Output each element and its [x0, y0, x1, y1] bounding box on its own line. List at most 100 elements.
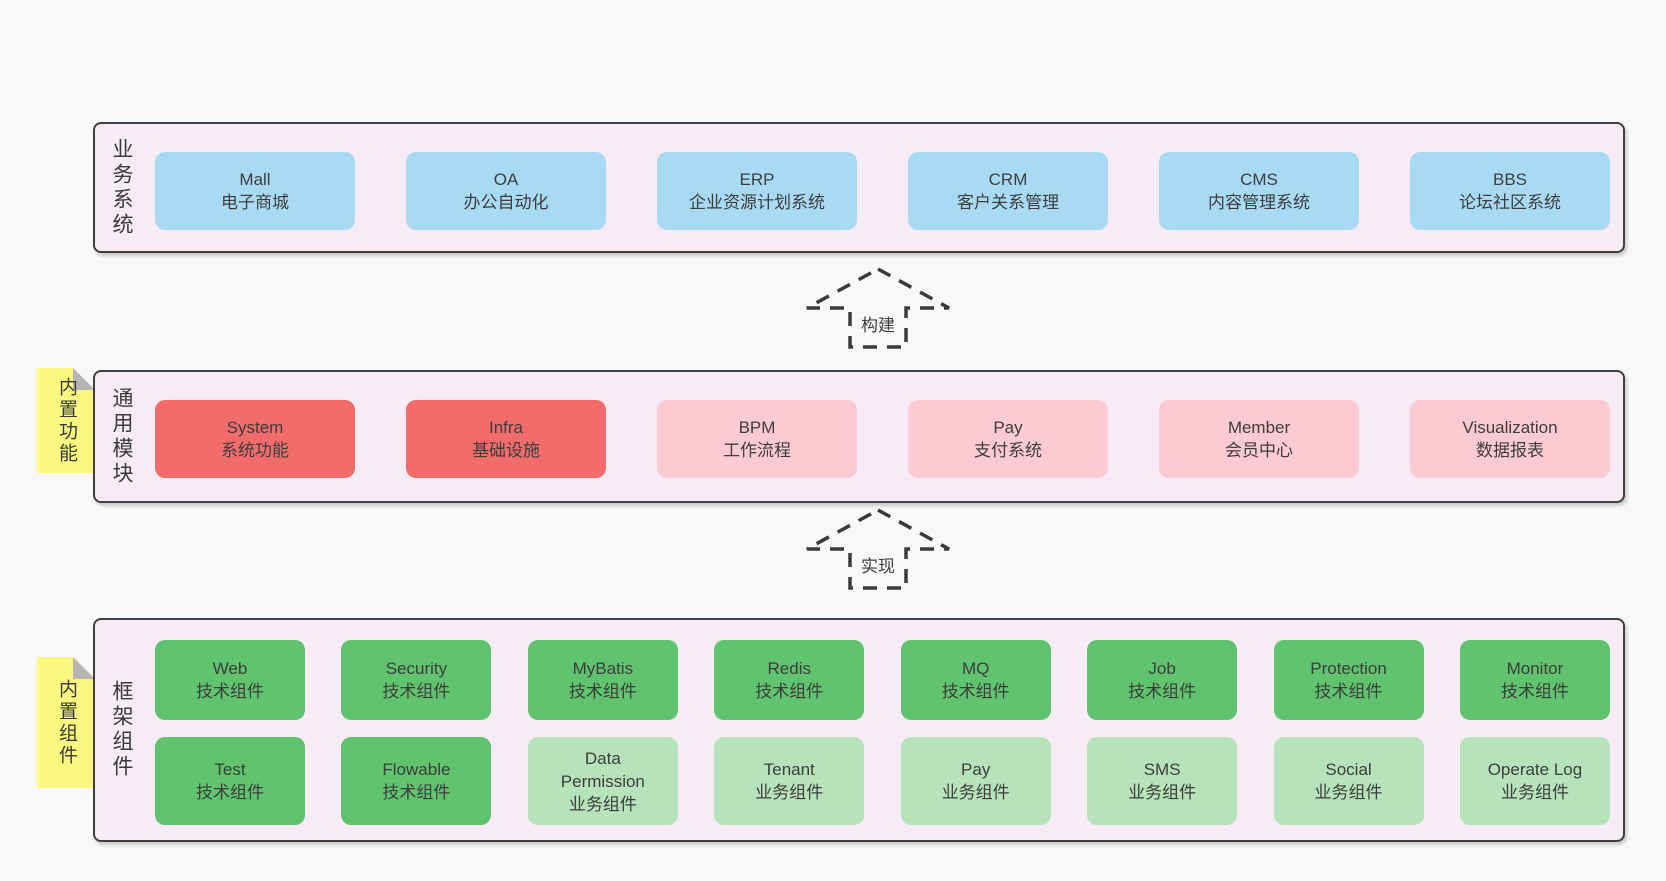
box-title-zh: 技术组件	[382, 783, 451, 802]
box-title-en: ERP	[739, 170, 775, 189]
box-monitor: Monitor 技术组件	[1459, 640, 1610, 720]
sticky-note-builtin-features: 内置功能	[37, 368, 95, 473]
box-title-en: CMS	[1240, 170, 1278, 189]
box-title-en: Redis	[767, 659, 811, 678]
box-social: Social 业务组件	[1273, 737, 1424, 825]
layer-label-common-modules: 通用模块	[103, 372, 139, 501]
box-title-en: Flowable	[382, 760, 451, 779]
box-flowable: Flowable 技术组件	[341, 737, 492, 825]
layer-common-modules: 通用模块 System 系统功能 Infra 基础设施 BPM 工作流程 Pay…	[93, 370, 1625, 503]
box-title-zh: 会员中心	[1225, 441, 1293, 460]
sticky-note-builtin-components: 内置组件	[37, 657, 95, 788]
box-title-en: Web	[212, 659, 248, 678]
box-web: Web 技术组件	[155, 640, 305, 720]
up-block-arrow-icon	[806, 508, 950, 590]
box-title-en: Infra	[488, 418, 524, 437]
box-title-zh: 业务组件	[1314, 783, 1383, 802]
box-title-zh: 技术组件	[755, 682, 824, 701]
framework-components-row-1: Web 技术组件 Security 技术组件 MyBatis 技术组件 Redi…	[155, 640, 1610, 720]
box-title-zh: 办公自动化	[463, 193, 549, 212]
box-title-zh: 工作流程	[723, 441, 791, 460]
box-crm: CRM 客户关系管理	[908, 152, 1108, 230]
box-bbs: BBS 论坛社区系统	[1410, 152, 1610, 230]
box-title-en: Pay	[993, 418, 1023, 437]
layer-framework-components: 框架组件 Web 技术组件 Security 技术组件 MyBatis 技术组件…	[93, 618, 1625, 842]
box-title-zh: 技术组件	[568, 682, 637, 701]
sticky-fold-corner	[73, 657, 95, 679]
box-mq: MQ 技术组件	[900, 640, 1051, 720]
box-operate-log: Operate Log 业务组件	[1459, 737, 1610, 825]
build-arrow-label: 构建	[858, 311, 898, 336]
box-title-en: MQ	[961, 659, 990, 678]
box-title-zh: 业务组件	[1128, 783, 1197, 802]
box-title-en: Security	[385, 659, 448, 678]
box-security: Security 技术组件	[341, 640, 492, 720]
box-title-zh: 技术组件	[196, 682, 264, 701]
sticky-note-text: 内置功能	[56, 376, 77, 465]
framework-components-row-2: Test 技术组件 Flowable 技术组件 Data Permission …	[155, 737, 1610, 825]
build-arrow: 构建	[803, 266, 953, 350]
box-title-en: Protection	[1310, 659, 1387, 678]
box-mybatis: MyBatis 技术组件	[527, 640, 678, 720]
up-block-arrow-icon	[806, 267, 950, 349]
common-modules-row: System 系统功能 Infra 基础设施 BPM 工作流程 Pay 支付系统…	[155, 400, 1610, 478]
box-title-en: MyBatis	[572, 659, 634, 678]
box-title-en: SMS	[1143, 760, 1181, 779]
box-title-en: CRM	[988, 170, 1028, 189]
layer-label-text: 业务系统	[110, 137, 133, 238]
implement-arrow-label: 实现	[858, 552, 898, 577]
box-erp: ERP 企业资源计划系统	[657, 152, 857, 230]
box-protection: Protection 技术组件	[1273, 640, 1424, 720]
box-title-zh: 业务组件	[1500, 783, 1569, 802]
business-systems-row: Mall 电子商城 OA 办公自动化 ERP 企业资源计划系统 CRM 客户关系…	[155, 152, 1610, 230]
box-title-en: Data Permission	[560, 748, 645, 791]
box-sms: SMS 业务组件	[1087, 737, 1238, 825]
box-title-en: BPM	[738, 418, 776, 437]
box-title-zh: 技术组件	[1128, 682, 1197, 701]
box-title-zh: 技术组件	[1314, 682, 1383, 701]
box-title-zh: 企业资源计划系统	[689, 193, 825, 212]
box-title-en: Test	[214, 760, 246, 779]
box-title-zh: 技术组件	[1500, 682, 1569, 701]
box-title-zh: 业务组件	[941, 783, 1010, 802]
box-test: Test 技术组件	[155, 737, 305, 825]
box-title-zh: 电子商城	[221, 193, 289, 212]
box-title-zh: 技术组件	[196, 783, 264, 802]
box-data-permission: Data Permission 业务组件	[527, 737, 678, 825]
box-title-zh: 基础设施	[472, 441, 540, 460]
box-title-en: Operate Log	[1487, 760, 1583, 779]
box-mall: Mall 电子商城	[155, 152, 355, 230]
box-title-en: Social	[1325, 760, 1372, 779]
layer-label-text: 通用模块	[110, 386, 133, 487]
box-title-en: System	[226, 418, 284, 437]
box-bpm: BPM 工作流程	[657, 400, 857, 478]
box-title-en: Tenant	[763, 760, 815, 779]
box-title-zh: 业务组件	[755, 783, 824, 802]
box-title-zh: 数据报表	[1476, 441, 1544, 460]
box-title-en: OA	[493, 170, 519, 189]
box-title-zh: 内容管理系统	[1208, 193, 1310, 212]
box-oa: OA 办公自动化	[406, 152, 606, 230]
layer-business-systems: 业务系统 Mall 电子商城 OA 办公自动化 ERP 企业资源计划系统 CRM…	[93, 122, 1625, 253]
box-title-zh: 技术组件	[382, 682, 451, 701]
box-pay-component: Pay 业务组件	[900, 737, 1051, 825]
box-title-zh: 技术组件	[941, 682, 1010, 701]
box-title-zh: 客户关系管理	[957, 193, 1059, 212]
box-title-en: Visualization	[1462, 418, 1558, 437]
box-visualization: Visualization 数据报表	[1410, 400, 1610, 478]
box-title-en: Member	[1227, 418, 1291, 437]
box-title-en: Mall	[239, 170, 271, 189]
box-title-zh: 论坛社区系统	[1459, 193, 1561, 212]
layer-label-text: 框架组件	[110, 680, 133, 780]
box-title-en: Job	[1148, 659, 1176, 678]
box-redis: Redis 技术组件	[714, 640, 865, 720]
sticky-note-text: 内置组件	[56, 678, 77, 767]
layer-label-framework-components: 框架组件	[103, 620, 139, 840]
box-tenant: Tenant 业务组件	[714, 737, 865, 825]
implement-arrow: 实现	[803, 507, 953, 591]
box-cms: CMS 内容管理系统	[1159, 152, 1359, 230]
box-job: Job 技术组件	[1087, 640, 1238, 720]
box-title-zh: 系统功能	[221, 441, 289, 460]
box-title-en: Pay	[961, 760, 991, 779]
